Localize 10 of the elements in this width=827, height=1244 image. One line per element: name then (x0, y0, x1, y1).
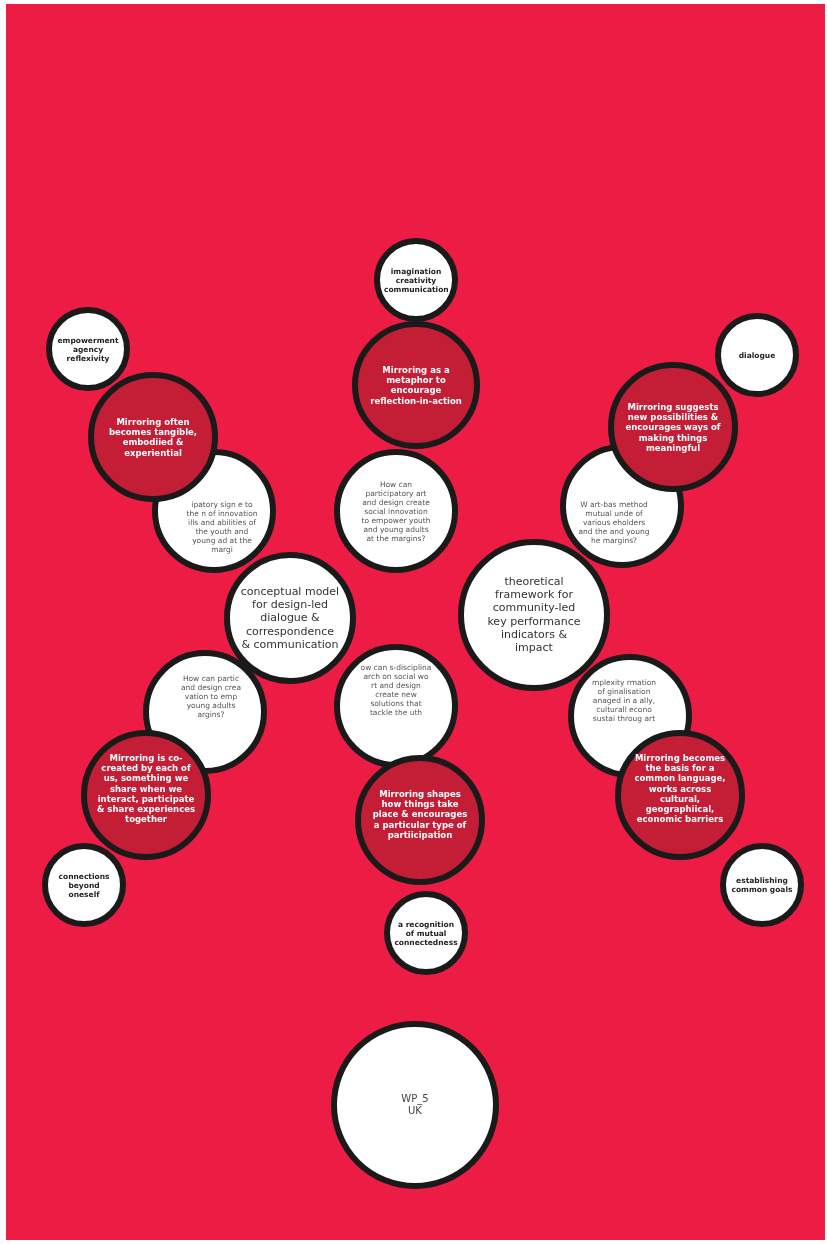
bubble-text: Mirroring becomes the basis for a common language, works across cultural, geographiical, economic barriers (633, 753, 727, 825)
bubble-text: conceptual model for design-led dialogue & correspondence & communication (240, 585, 340, 651)
bubble-text: WP_5 (400, 1093, 430, 1105)
bubble-text: UK (407, 1105, 423, 1117)
bubble-text: theoretical framework for community-led key performance indicators & impact (486, 575, 582, 655)
bubble-text: Mirroring suggests new possibilities & encourages ways of making things meaningful (624, 401, 722, 453)
bubble-text: Mirroring shapes how things take place & encourages a particular type of partiicipation (371, 788, 469, 840)
bubble-text: Mirroring often becomes tangible, embodiied & experiential (107, 416, 199, 458)
bubble-text: Mirroring is co-created by each of us, something we share when we interact, participate & share experiences together (97, 753, 195, 825)
bubble-text: Mirroring as a metaphor to encourage reflection-in-action (369, 364, 463, 406)
